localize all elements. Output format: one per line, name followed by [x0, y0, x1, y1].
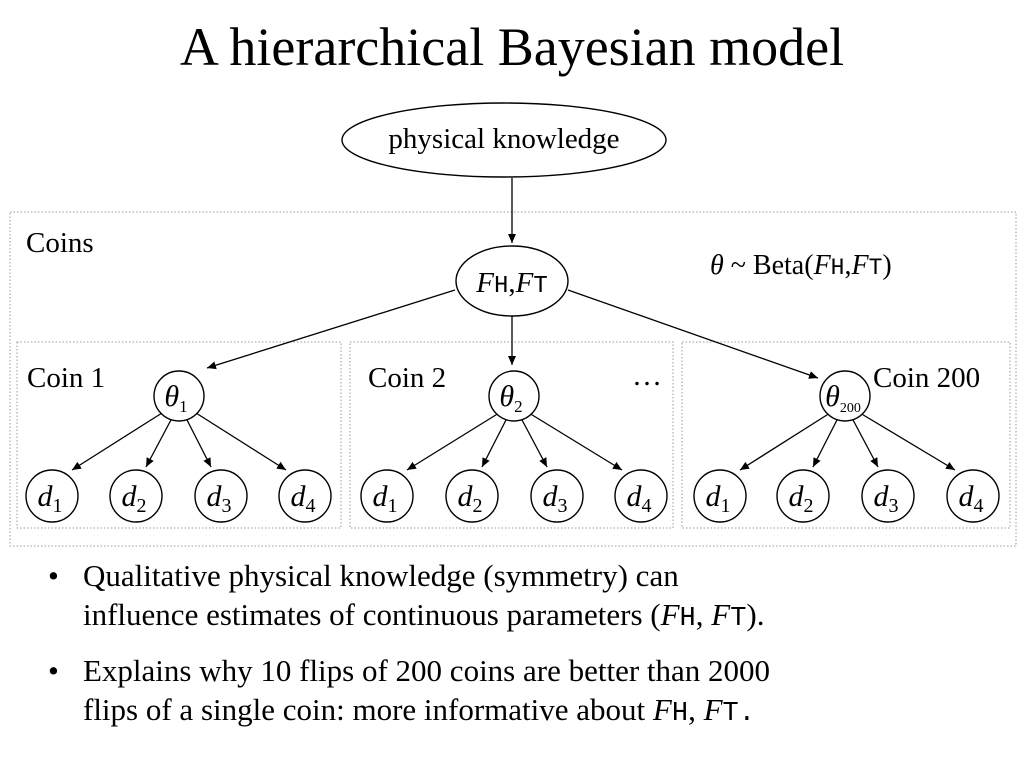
bullet-1-line-1: Qualitative physical knowledge (symmetry… [83, 558, 679, 593]
plate-coin-200 [681, 341, 1011, 529]
bullet-item-1: • Qualitative physical knowledge (symmet… [48, 556, 1008, 639]
node-theta-1 [153, 370, 205, 422]
node-coin200-d4-label: d4 [959, 480, 984, 517]
slide-title: A hierarchical Bayesian model [179, 17, 845, 77]
edge-theta2-d4 [528, 412, 623, 471]
edge-theta1-d4 [195, 412, 287, 471]
node-theta-200-label: θ200 [825, 380, 861, 416]
coin-1-label: Coin 1 [27, 362, 105, 394]
node-theta-200 [819, 370, 871, 422]
node-coin200-d2-label: d2 [789, 480, 814, 517]
node-coin2-d1-label: d1 [373, 480, 398, 517]
node-fh-ft [455, 245, 569, 317]
node-coin200-d1-label: d1 [706, 480, 731, 517]
node-coin1-d4 [278, 469, 332, 523]
node-coin2-d4-label: d4 [627, 480, 652, 517]
edge-hyper-theta1 [206, 289, 456, 370]
bullet-marker: • [48, 558, 59, 593]
edge-hyper-theta200 [567, 289, 819, 379]
node-theta-2-label: θ2 [499, 380, 522, 416]
node-physical-knowledge [341, 102, 667, 178]
bullet-2-line-1: Explains why 10 flips of 200 coins are b… [83, 653, 771, 688]
prior-annotation: θ ~ Beta(FH,FT) [710, 250, 892, 281]
edge-theta2-d1 [406, 412, 500, 471]
node-coin1-d3 [194, 469, 248, 523]
node-coin1-d4-label: d4 [291, 480, 316, 517]
node-physical-knowledge-label: physical knowledge [388, 123, 619, 155]
node-coin200-d1 [693, 469, 747, 523]
node-coin2-d1 [360, 469, 414, 523]
node-theta-2 [488, 370, 540, 422]
node-coin2-d2-label: d2 [458, 480, 483, 517]
edge-theta1-d1 [71, 412, 163, 471]
node-coin1-d2 [109, 469, 163, 523]
coin-2-label: Coin 2 [368, 362, 446, 394]
node-coin200-d4 [946, 469, 1000, 523]
node-coin1-d1-label: d1 [38, 480, 63, 517]
node-coin1-d3-label: d3 [207, 480, 232, 517]
node-coin200-d3 [861, 469, 915, 523]
coin-200-label: Coin 200 [873, 362, 980, 394]
diagram-edges [71, 178, 956, 471]
bullet-1-line-2: influence estimates of continuous parame… [83, 597, 765, 634]
bullet-2-line-2: flips of a single coin: more informative… [83, 692, 755, 729]
edge-theta200-d4 [859, 412, 956, 471]
edge-theta200-d3 [851, 417, 879, 468]
edge-theta2-d3 [520, 417, 548, 468]
bullet-marker: • [48, 653, 59, 688]
node-theta-1-label: θ1 [164, 380, 187, 416]
edge-theta200-d1 [739, 412, 831, 471]
node-coin1-d2-label: d2 [122, 480, 147, 517]
node-coin2-d2 [445, 469, 499, 523]
node-coin1-d1 [25, 469, 79, 523]
outer-plate-label: Coins [26, 227, 94, 259]
bullet-list: • Qualitative physical knowledge (symmet… [48, 556, 1008, 746]
node-coin200-d3-label: d3 [874, 480, 899, 517]
node-coin2-d3-label: d3 [543, 480, 568, 517]
bullet-item-2: • Explains why 10 flips of 200 coins are… [48, 651, 1008, 734]
edge-theta2-d2 [481, 417, 508, 468]
outer-plate-coins [9, 211, 1017, 547]
plate-coin-1 [16, 341, 342, 529]
edge-theta200-d2 [812, 417, 839, 468]
node-coin2-d4 [614, 469, 668, 523]
edge-theta1-d3 [185, 417, 212, 468]
node-coin2-d3 [530, 469, 584, 523]
edge-theta1-d2 [145, 417, 173, 468]
node-fh-ft-label: FH,FT [475, 267, 548, 300]
coins-ellipsis: … [632, 359, 662, 392]
node-coin200-d2 [776, 469, 830, 523]
